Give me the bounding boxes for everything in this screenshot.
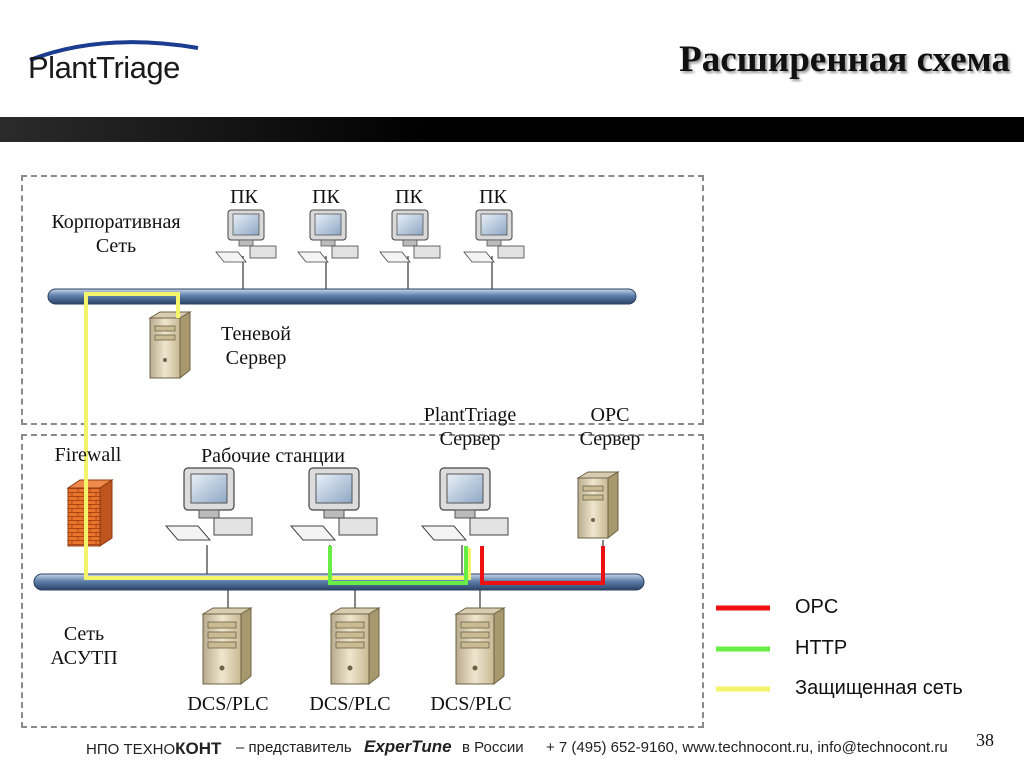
dcs-label-1: DCS/PLC	[187, 693, 269, 715]
footer-contacts: + 7 (495) 652-9160, www.technocont.ru, i…	[546, 739, 948, 756]
corporate-network-bus	[47, 288, 637, 305]
title-divider-gradient	[0, 117, 430, 142]
pc-3	[379, 209, 441, 263]
legend-secure-label: Защищенная сеть	[795, 677, 963, 699]
firewall-label: Firewall	[54, 444, 122, 466]
workstations-label: Рабочие станции	[201, 445, 345, 467]
planttriage-server-icon	[421, 467, 509, 541]
opc-path	[480, 546, 605, 585]
pc-label-1: ПК	[230, 186, 258, 208]
pc-1	[215, 209, 277, 263]
footer-represent: – представитель	[236, 739, 352, 756]
shadow-server-label: Теневой Сервер	[221, 323, 291, 369]
opc-server-label: OPC Сервер	[579, 404, 641, 450]
corporate-network-label: Корпоративная Сеть	[51, 211, 181, 257]
dcs-plc-1	[202, 607, 252, 685]
footer-brand: ExperTune	[364, 737, 452, 756]
dcs-label-3: DCS/PLC	[430, 693, 512, 715]
secure-network-path	[84, 292, 471, 580]
pc-label-2: ПК	[312, 186, 340, 208]
planttriage-logo: PlantTriage	[28, 50, 180, 85]
footer: НПО ТЕХНОКОНТ – представитель ExperTune …	[0, 733, 1024, 761]
control-network-label: Сеть АСУТП	[50, 623, 118, 669]
workstation-2	[290, 467, 378, 541]
pc-2	[297, 209, 359, 263]
shadow-server-icon	[149, 311, 191, 379]
pc-label-4: ПК	[479, 186, 507, 208]
firewall-icon	[66, 479, 114, 547]
planttriage-server-label: PlantTriage Сервер	[423, 404, 517, 450]
dcs-plc-3	[455, 607, 505, 685]
opc-server-icon	[577, 471, 619, 539]
http-path	[328, 546, 468, 585]
footer-company: НПО ТЕХНОКОНТ	[86, 739, 222, 758]
pc-label-3: ПК	[395, 186, 423, 208]
control-network-zone	[21, 434, 704, 728]
page-title: Расширенная схема	[679, 39, 1010, 80]
dcs-plc-2	[330, 607, 380, 685]
page-number: 38	[976, 730, 994, 750]
corporate-network-zone	[21, 175, 704, 425]
legend-opc-label: OPC	[795, 596, 839, 618]
footer-region: в России	[462, 739, 524, 756]
workstation-1	[165, 467, 253, 541]
logo-arc	[29, 40, 199, 62]
dcs-label-2: DCS/PLC	[309, 693, 391, 715]
legend-http-label: HTTP	[795, 637, 848, 659]
pc-4	[463, 209, 525, 263]
